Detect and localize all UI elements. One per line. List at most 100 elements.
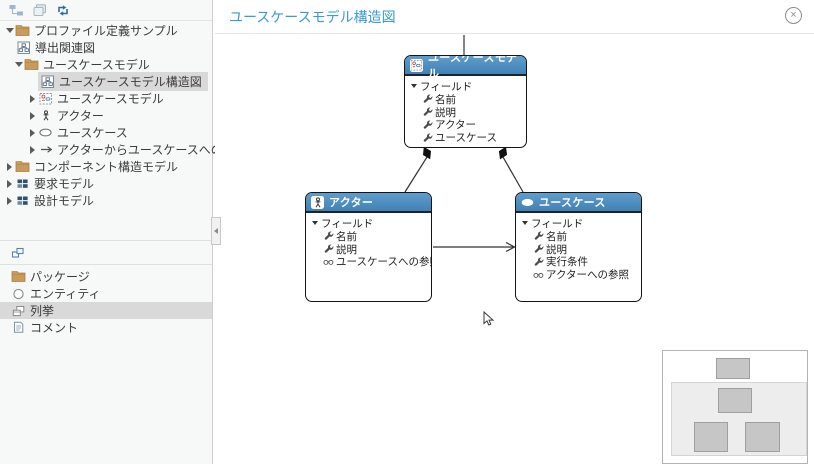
tree-collapse-icon[interactable] [411,84,417,89]
tree-item-label: アクターからユースケースへの参照 [57,143,247,157]
close-diagram-button[interactable]: × [785,7,802,24]
chevron-right-icon[interactable] [27,128,38,137]
model-tree: プロファイル定義サンプル 導出関連図 ユースケースモデル ユースケースモデル構造… [0,21,247,209]
tree-item-label: ユースケースモデル構造図 [59,75,202,89]
chevron-right-icon[interactable] [27,111,38,120]
node-title: アクター [329,197,374,209]
field-row[interactable]: 実行条件 [521,255,637,268]
chevron-right-icon[interactable] [27,94,38,103]
reference-label: ユースケースへの参照 [336,256,432,269]
tree-item-component-structure-model[interactable]: コンポーネント構造モデル [0,158,212,175]
tree-item-design-model[interactable]: 設計モデル [0,192,212,209]
folder-icon [24,58,39,72]
field-group-row[interactable]: フィールド [410,80,522,93]
wrench-icon [422,94,433,104]
chevron-right-icon[interactable] [4,179,15,188]
chevron-right-icon[interactable] [4,196,15,205]
sync-icon[interactable] [55,3,70,17]
field-label: 説明 [336,243,357,256]
field-label: ユースケース [435,132,497,145]
diagram-icon [16,41,31,55]
field-row[interactable]: アクター [410,118,522,131]
field-row[interactable]: 名前 [410,93,522,106]
structure-icon[interactable] [10,246,25,260]
reference-row[interactable]: アクターへの参照 [521,268,637,281]
diagram-connectors [404,35,524,253]
palette-item-entity[interactable]: エンティティ [0,285,212,302]
wrench-icon [533,231,544,241]
tree-item-actor[interactable]: アクター [0,107,212,124]
minimap-node [716,358,750,379]
entity-icon [11,287,26,301]
palette-toolbar [0,241,212,265]
tree-item-usecase-structure-diagram[interactable]: ユースケースモデル構造図 [0,72,212,91]
node-header[interactable]: ユースケースモデル [405,56,526,80]
palette-item-enum[interactable]: 列挙 [0,302,212,319]
field-label: 実行条件 [546,256,588,269]
chevron-right-icon[interactable] [27,145,38,154]
overview-minimap[interactable] [662,350,808,464]
tree-item-label: ユースケース [57,126,128,140]
field-label: 名前 [435,93,456,106]
palette-item-comment[interactable]: コメント [0,319,212,336]
field-row[interactable]: 名前 [521,230,637,243]
tree-collapse-icon[interactable] [522,221,528,226]
field-row[interactable]: 説明 [410,106,522,119]
sidebar-collapse-handle[interactable] [211,217,221,245]
field-label: 名前 [546,230,567,243]
node-header[interactable]: ユースケース [516,193,641,213]
tree-item-usecase-model-folder[interactable]: ユースケースモデル [0,56,212,73]
reference-glasses-icon [323,257,334,267]
wrench-icon [323,244,334,254]
mouse-cursor [483,311,495,326]
chevron-right-icon[interactable] [4,162,15,171]
profile-class-icon [38,92,53,106]
reference-row[interactable]: ユースケースへの参照 [311,255,431,268]
link-diagram-icon[interactable] [9,3,24,17]
wrench-icon [422,133,433,143]
node-actor[interactable]: アクター フィールド 名前 説明 ユースケースへの参照 [305,192,432,302]
palette-item-package[interactable]: パッケージ [0,268,212,285]
title-separator [215,33,814,34]
tree-item-label: 要求モデル [34,177,95,191]
chevron-down-icon[interactable] [4,28,15,33]
field-label: 説明 [546,243,567,256]
tree-collapse-icon[interactable] [312,221,318,226]
tree-item-requirement-model[interactable]: 要求モデル [0,175,212,192]
node-usecase-model[interactable]: ユースケースモデル フィールド 名前 説明 アクター ユースケース [404,55,527,148]
field-row[interactable]: 説明 [521,243,637,256]
actor-icon [38,109,53,123]
diagram-canvas[interactable]: ユースケースモデル構造図 × ユースケースモデル フィールド 名前 説明 アクタ… [215,0,814,464]
wrench-icon [422,107,433,117]
minimap-node [745,422,780,452]
diagram-title: ユースケースモデル構造図 [229,9,396,25]
field-group-row[interactable]: フィールド [521,217,637,230]
folder-icon [15,160,30,174]
node-title: ユースケース [539,197,606,209]
tree-item-actor-to-usecase-ref[interactable]: アクターからユースケースへの参照 [0,141,247,158]
tree-item-profile-sample[interactable]: プロファイル定義サンプル [0,22,212,39]
field-group-label: フィールド [321,217,374,230]
field-group-row[interactable]: フィールド [311,217,427,230]
chevron-down-icon[interactable] [13,62,24,67]
node-header[interactable]: アクター [306,193,431,213]
tree-item-usecase[interactable]: ユースケース [0,124,212,141]
node-usecase[interactable]: ユースケース フィールド 名前 説明 実行条件 アクターへの参照 [515,192,642,302]
tree-item-usecase-model[interactable]: ユースケースモデル [0,90,212,107]
comment-icon [11,321,26,335]
field-row[interactable]: 説明 [311,243,427,256]
model-icon [15,194,30,208]
field-row[interactable]: 名前 [311,230,427,243]
enum-icon [11,304,26,318]
tree-item-label: ユースケースモデル [57,92,164,106]
tree-item-label: ユースケースモデル [43,58,150,72]
wrench-icon [323,231,334,241]
folder-icon [11,270,26,284]
palette-item-label: パッケージ [30,270,90,284]
copy-icon[interactable] [32,3,47,17]
reference-label: アクターへの参照 [546,269,630,282]
tree-item-derivation-diagram[interactable]: 導出関連図 [0,39,212,56]
field-row[interactable]: ユースケース [410,131,522,144]
usecase-model-icon [410,58,423,72]
minimap-node [694,422,728,452]
